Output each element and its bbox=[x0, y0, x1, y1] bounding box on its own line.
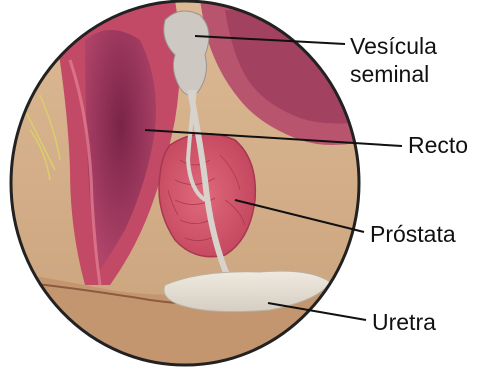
label-seminal-vesicle-line1: Vesícula bbox=[350, 32, 437, 60]
label-seminal-vesicle-line2: seminal bbox=[350, 60, 437, 88]
label-seminal-vesicle: Vesícula seminal bbox=[350, 32, 437, 88]
label-urethra: Uretra bbox=[372, 308, 436, 336]
label-prostate: Próstata bbox=[370, 220, 456, 248]
label-rectum: Recto bbox=[408, 131, 468, 159]
